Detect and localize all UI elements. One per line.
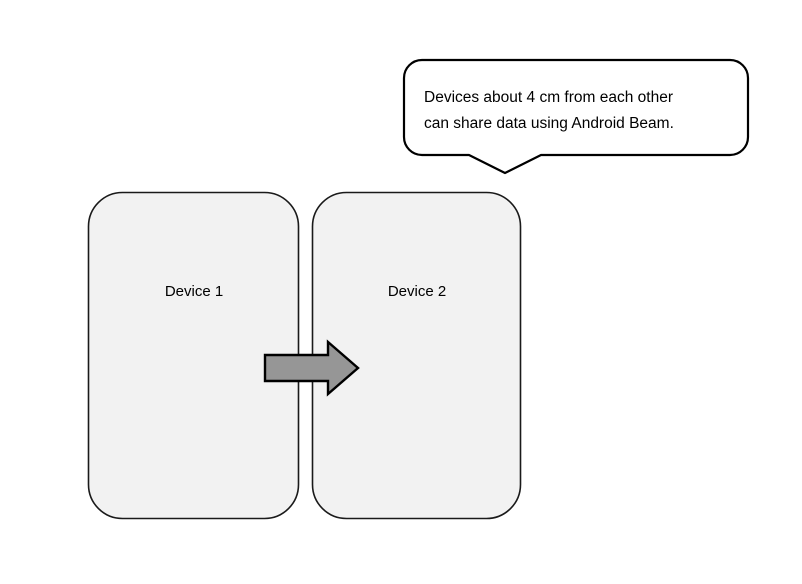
device-2-label: Device 2 [388,283,446,300]
callout-text-line-1: Devices about 4 cm from each other [424,89,673,106]
device-1-label: Device 1 [165,283,223,300]
callout-bubble-shape [402,58,750,175]
callout-text-line-2: can share data using Android Beam. [424,115,674,132]
data-transfer-arrow-icon [263,339,360,397]
